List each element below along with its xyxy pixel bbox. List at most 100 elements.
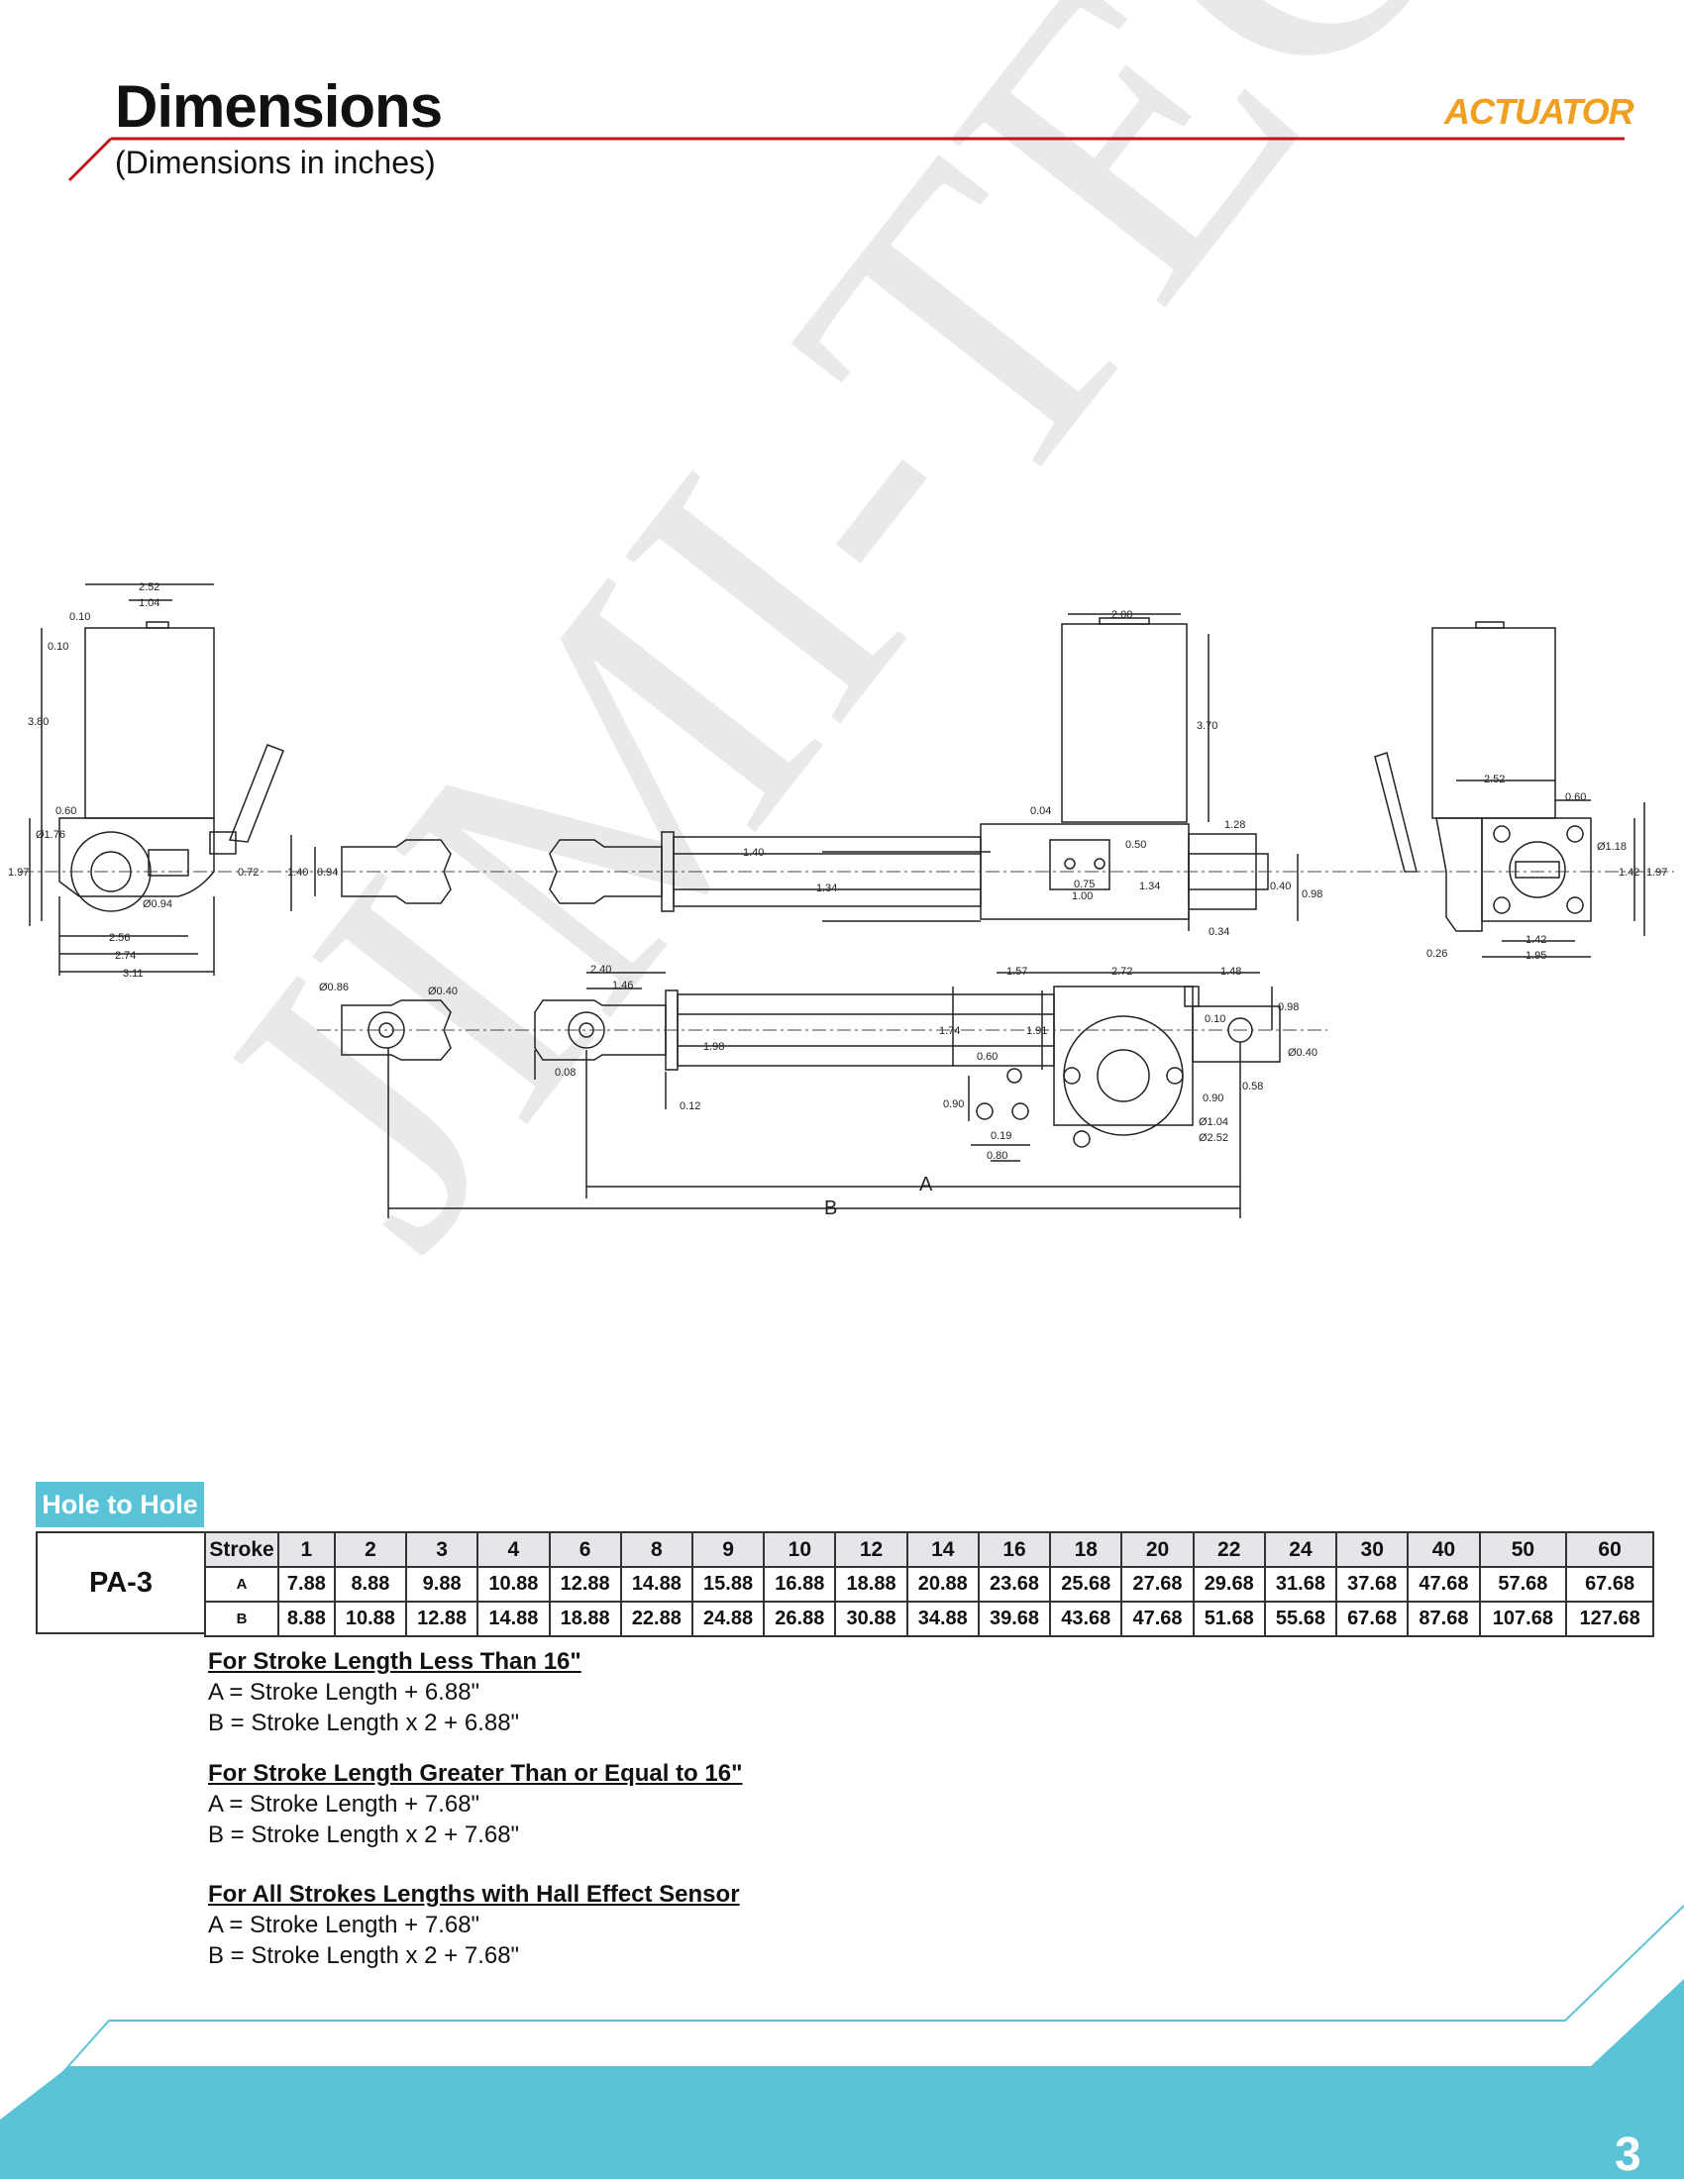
table-cell: 18.88 — [548, 1601, 622, 1637]
dim-label: Ø1.76 — [36, 829, 65, 841]
dim-label: 0.40 — [1270, 881, 1291, 892]
dim-label: 2.74 — [115, 950, 136, 962]
table-cell: 9.88 — [405, 1566, 479, 1603]
table-cell: 25.68 — [1049, 1566, 1123, 1603]
dim-label: 1.97 — [8, 867, 29, 879]
table-cell: 67.68 — [1565, 1566, 1654, 1603]
table-cell: 30 — [1335, 1531, 1410, 1568]
dim-label: 1.91 — [1026, 1025, 1047, 1037]
dim-label: 1.46 — [612, 980, 633, 991]
page-number: 3 — [1615, 2129, 1641, 2181]
table-cell: 10.88 — [333, 1601, 408, 1637]
table-cell: 31.68 — [1263, 1566, 1338, 1603]
dim-label: Ø2.52 — [1199, 1132, 1228, 1144]
dim-label: 1.42 — [1526, 934, 1546, 946]
table-cell: 47.68 — [1407, 1566, 1481, 1603]
table-cell: 1 — [277, 1531, 336, 1568]
table-cell: 10.88 — [476, 1566, 551, 1603]
dim-label: 1.34 — [816, 883, 837, 894]
dim-label: 0.34 — [1209, 926, 1229, 938]
table-cell: 60 — [1565, 1531, 1654, 1568]
table-cell: 24.88 — [690, 1601, 766, 1637]
table-cell: 67.68 — [1335, 1601, 1410, 1637]
formula-line: B = Stroke Length x 2 + 7.68" — [208, 1821, 520, 1848]
table-cell: 20.88 — [905, 1566, 980, 1603]
dim-label: 1.57 — [1006, 966, 1027, 978]
dim-label: 2.56 — [109, 932, 130, 944]
table-cell: 34.88 — [905, 1601, 980, 1637]
formula-title: For Stroke Length Less Than 16" — [208, 1648, 581, 1675]
dim-label: 3.11 — [123, 968, 144, 980]
table-cell: 8.88 — [333, 1566, 408, 1603]
dim-label: 3.70 — [1197, 720, 1217, 732]
table-cell: 37.68 — [1335, 1566, 1410, 1603]
table-cell: 14.88 — [619, 1566, 693, 1603]
formula-line: B = Stroke Length x 2 + 7.68" — [208, 1942, 520, 1969]
dim-label: 2.72 — [1111, 966, 1132, 978]
row-label: Stroke — [204, 1531, 279, 1568]
dim-label: 0.60 — [1565, 791, 1586, 803]
dim-label: Ø0.40 — [1288, 1047, 1317, 1059]
table-cell: 7.88 — [277, 1566, 336, 1603]
formula-line: A = Stroke Length + 7.68" — [208, 1791, 480, 1818]
table-cell: 39.68 — [977, 1601, 1052, 1637]
dim-label: 0.98 — [1278, 1001, 1299, 1013]
table-cell: 20 — [1120, 1531, 1195, 1568]
dim-label: Ø1.18 — [1597, 841, 1627, 853]
table-cell: 16.88 — [763, 1566, 837, 1603]
formula-line: A = Stroke Length + 6.88" — [208, 1679, 480, 1706]
table-cell: 18 — [1049, 1531, 1123, 1568]
table-cell: 4 — [476, 1531, 551, 1568]
table-cell: 12.88 — [548, 1566, 622, 1603]
table-cell: 8 — [619, 1531, 693, 1568]
table-cell: 24 — [1263, 1531, 1338, 1568]
dim-label: 0.60 — [55, 805, 76, 817]
table-cell: 14.88 — [476, 1601, 551, 1637]
dim-label: 0.08 — [555, 1067, 576, 1079]
row-label: B — [204, 1601, 279, 1637]
dim-label: 0.75 — [1074, 879, 1095, 890]
table-cell: 12.88 — [405, 1601, 479, 1637]
dim-label: 1.74 — [939, 1025, 960, 1037]
table-cell: 29.68 — [1192, 1566, 1266, 1603]
dim-label: 0.10 — [69, 611, 90, 623]
dim-label: 0.50 — [1125, 839, 1146, 851]
formula-block: For Stroke Length Greater Than or Equal … — [208, 1758, 742, 1850]
table-cell: 10 — [763, 1531, 837, 1568]
dim-label: 0.90 — [1203, 1092, 1223, 1104]
table-cell: 22.88 — [619, 1601, 693, 1637]
table-cell: 26.88 — [763, 1601, 837, 1637]
table-cell: 57.68 — [1478, 1566, 1568, 1603]
dim-label: 1.98 — [703, 1041, 724, 1053]
dim-label: 0.58 — [1242, 1081, 1263, 1092]
table-cell: 27.68 — [1120, 1566, 1195, 1603]
table-cell: 43.68 — [1049, 1601, 1123, 1637]
formula-block: For Stroke Length Less Than 16" A = Strok… — [208, 1646, 581, 1738]
table-cell: 3 — [405, 1531, 479, 1568]
table-cell: 6 — [548, 1531, 622, 1568]
table-cell: 47.68 — [1120, 1601, 1195, 1637]
page-subtitle: (Dimensions in inches) — [115, 145, 436, 180]
dim-label: 0.12 — [680, 1100, 700, 1112]
dim-label: 0.72 — [238, 867, 259, 879]
brand-logo: ACTUATOR — [1444, 91, 1634, 132]
table-cell: 14 — [905, 1531, 980, 1568]
dim-label: 3.80 — [28, 716, 49, 728]
formula-title: For All Strokes Lengths with Hall Effect… — [208, 1881, 740, 1908]
dim-label: 0.10 — [48, 641, 68, 653]
dim-label: Ø1.04 — [1199, 1116, 1228, 1128]
dim-label: 0.94 — [317, 867, 338, 879]
dim-label: 0.98 — [1302, 888, 1322, 900]
table-cell: 12 — [834, 1531, 908, 1568]
formula-line: B = Stroke Length x 2 + 6.88" — [208, 1710, 520, 1736]
dim-label: Ø0.40 — [428, 986, 458, 997]
table-cell: 30.88 — [834, 1601, 908, 1637]
dim-label-b: B — [824, 1197, 837, 1219]
dim-label: 1.34 — [1139, 881, 1160, 892]
dim-label: 1.00 — [1072, 890, 1093, 902]
dim-label: 1.40 — [287, 867, 308, 879]
